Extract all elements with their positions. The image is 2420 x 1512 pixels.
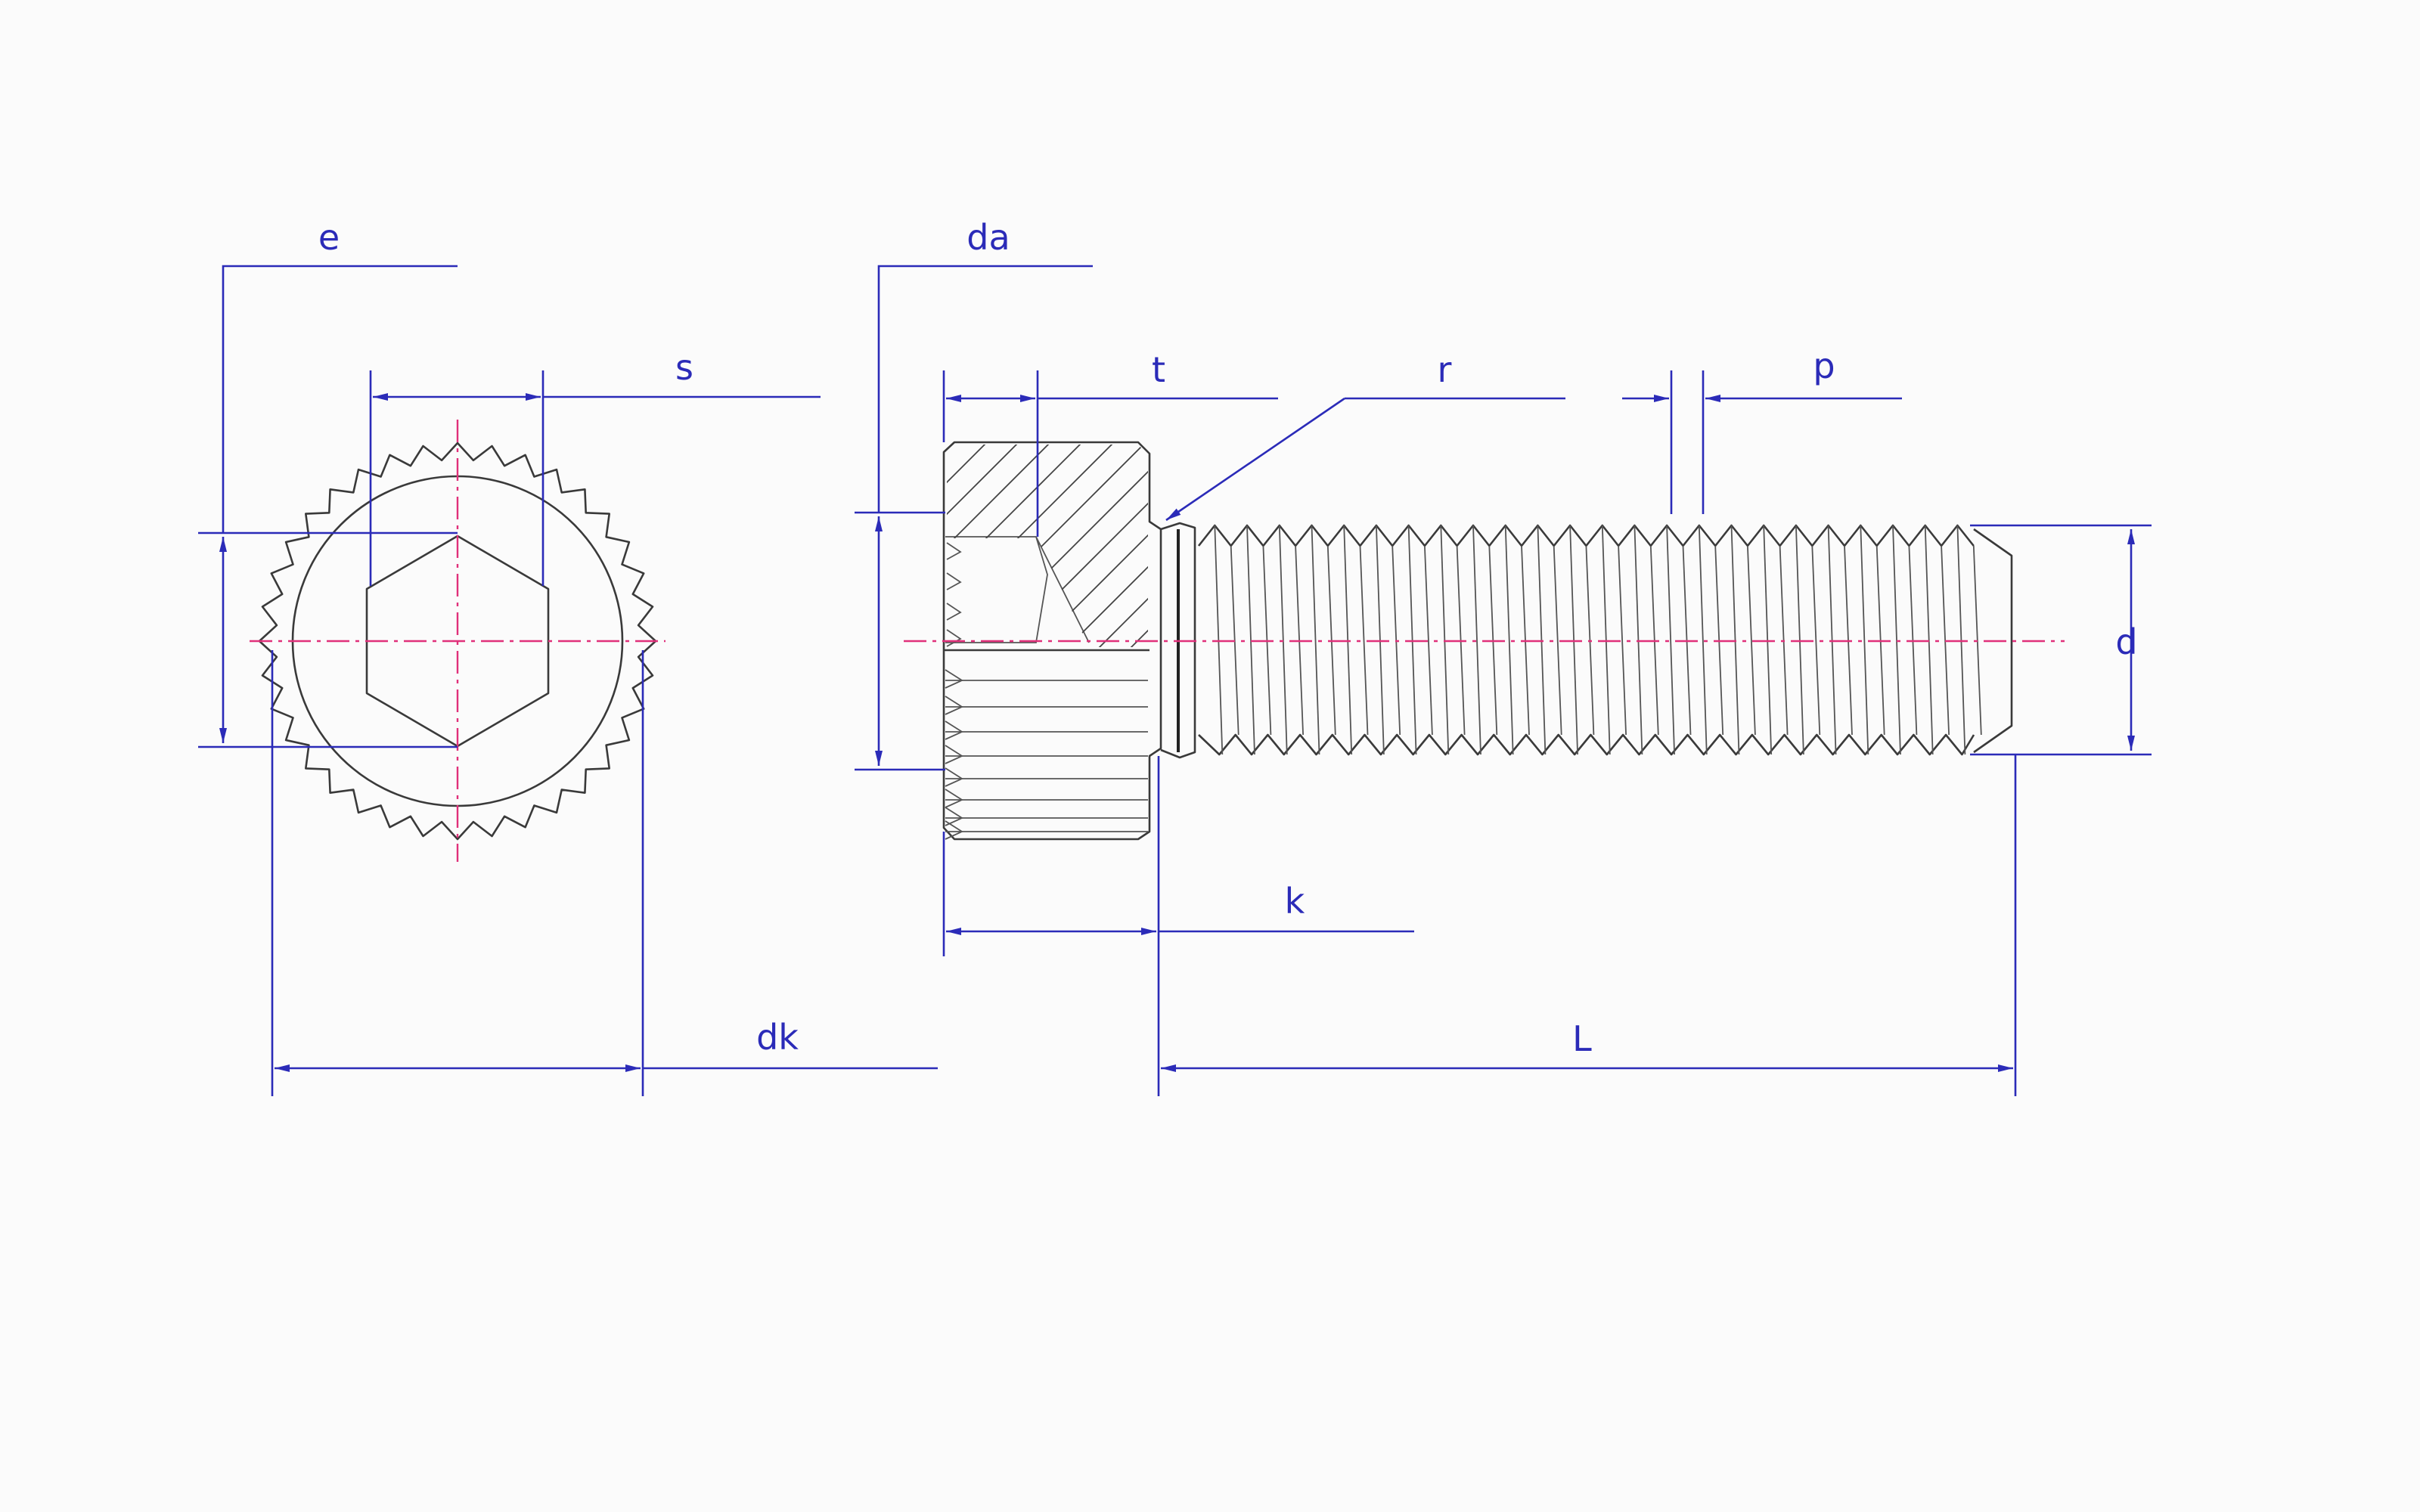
- label-p: p: [1813, 345, 1835, 386]
- dim-s: s: [369, 347, 821, 586]
- label-k: k: [1285, 881, 1305, 922]
- label-d: d: [2115, 621, 2137, 662]
- dim-r: r: [1165, 349, 1565, 522]
- neck: [1160, 522, 1196, 759]
- label-dk: dk: [756, 1017, 799, 1058]
- thread-top-profile: [1197, 524, 1975, 547]
- label-e: e: [318, 217, 340, 258]
- dim-k: k: [942, 756, 1414, 1096]
- head-section-hatch: [947, 445, 1148, 647]
- thread-bottom-profile: [1198, 733, 1975, 756]
- dim-e: e: [198, 217, 458, 748]
- dim-da: da: [855, 217, 1093, 771]
- label-L: L: [1572, 1018, 1592, 1059]
- end-view: [250, 420, 666, 862]
- dim-L: L: [1161, 754, 2017, 1096]
- dim-d: d: [1970, 524, 2152, 756]
- label-r: r: [1438, 349, 1452, 390]
- head-knurl-lines: [945, 542, 1148, 840]
- knurled-head-outline: [258, 442, 657, 841]
- label-da: da: [966, 217, 1010, 258]
- head-outline: [942, 441, 1162, 841]
- side-view: [904, 441, 2065, 841]
- screw-tip-chamfer: [1973, 528, 2013, 754]
- label-s: s: [675, 347, 693, 388]
- dim-t: t: [942, 349, 1278, 537]
- dim-p: p: [1622, 345, 1902, 514]
- thread-flank-lines: [1214, 525, 1982, 755]
- label-t: t: [1152, 349, 1165, 390]
- dim-dk: dk: [271, 650, 938, 1096]
